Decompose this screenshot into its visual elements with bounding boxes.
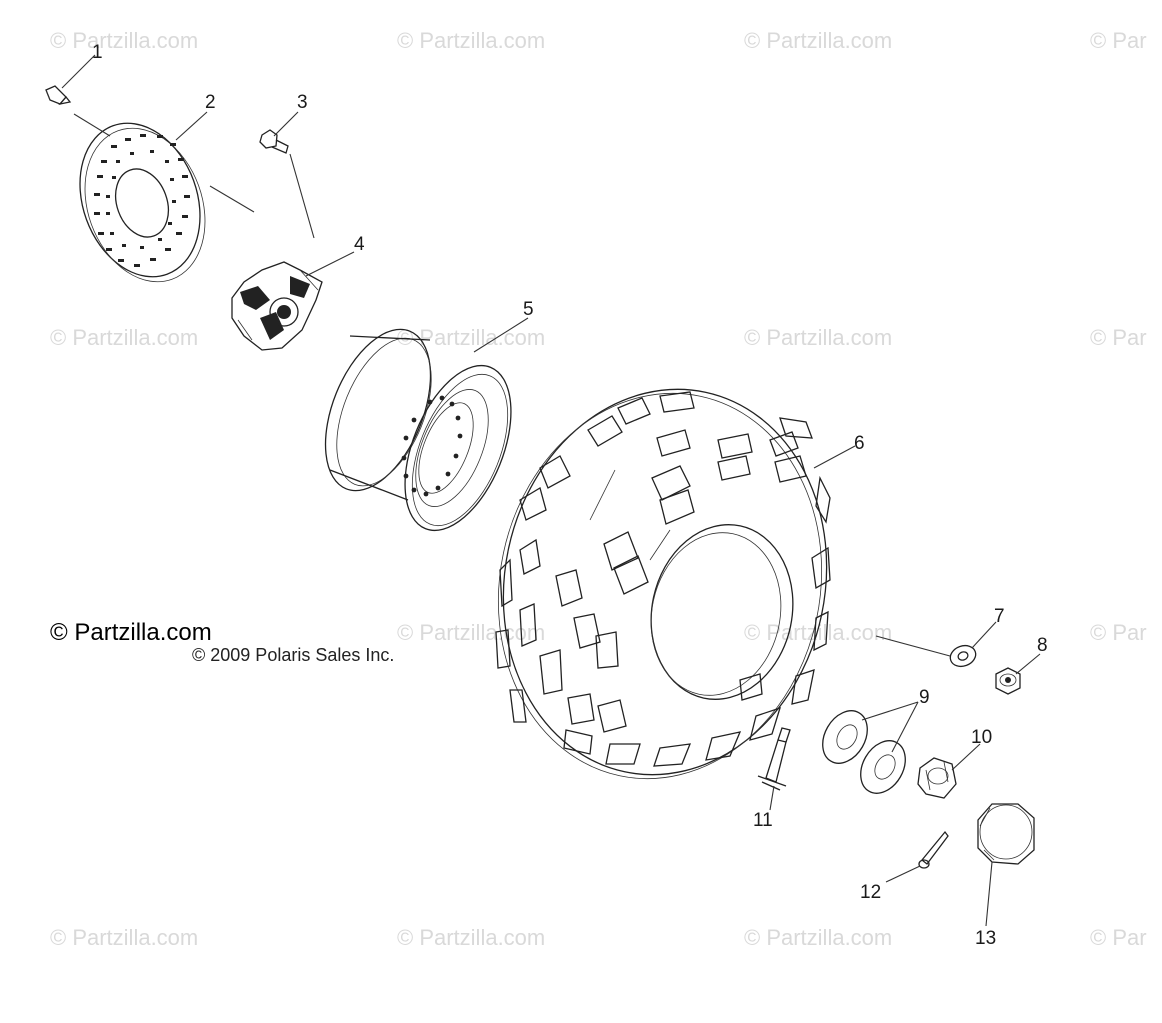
watermark: © Partzilla.com <box>50 28 198 53</box>
watermark: © Par <box>1090 325 1147 350</box>
callout-11[interactable]: 11 <box>753 810 773 831</box>
part-tire[interactable] <box>463 359 862 809</box>
watermark: © Partzilla.com <box>744 325 892 350</box>
part-rim[interactable] <box>304 314 532 545</box>
part-brake-disc[interactable] <box>59 106 225 298</box>
callout-6[interactable]: 6 <box>854 433 865 454</box>
watermark: © Partzilla.com <box>50 925 198 950</box>
part-washer-7[interactable] <box>947 642 978 670</box>
callout-4[interactable]: 4 <box>354 234 365 255</box>
callout-13[interactable]: 13 <box>975 928 996 949</box>
rim-bolt-holes <box>401 395 463 497</box>
callout-2[interactable]: 2 <box>205 92 216 113</box>
part-cotter-pin[interactable] <box>918 830 949 869</box>
part-hub[interactable] <box>231 261 323 351</box>
watermark: © Partzilla.com <box>397 28 545 53</box>
watermark: © Partzilla.com <box>744 28 892 53</box>
watermark: © Par <box>1090 925 1147 950</box>
callout-8[interactable]: 8 <box>1037 635 1048 656</box>
copyright-text: © 2009 Polaris Sales Inc. <box>192 645 394 665</box>
part-hub-cap[interactable] <box>977 803 1035 865</box>
callouts: 1 2 3 4 5 6 7 8 9 10 11 12 13 <box>92 42 1048 949</box>
part-bolt-1[interactable] <box>45 85 72 106</box>
watermark: © Partzilla.com <box>397 925 545 950</box>
callout-9[interactable]: 9 <box>919 687 930 708</box>
leader-lines <box>61 54 1041 927</box>
callout-12[interactable]: 12 <box>860 882 881 903</box>
watermark: © Partzilla.com <box>744 620 892 645</box>
callout-5[interactable]: 5 <box>523 299 534 320</box>
part-valve-stem[interactable] <box>757 727 791 791</box>
watermark-grid: © Partzilla.com © Partzilla.com © Partzi… <box>50 28 1147 950</box>
part-bolt-3[interactable] <box>259 129 289 154</box>
callout-10[interactable]: 10 <box>971 727 992 748</box>
part-nut-8[interactable] <box>995 667 1021 695</box>
watermark: © Par <box>1090 620 1147 645</box>
watermark: © Par <box>1090 28 1147 53</box>
watermark: © Partzilla.com <box>744 925 892 950</box>
watermark: © Partzilla.com <box>397 620 545 645</box>
disc-vent-holes <box>94 134 190 267</box>
partzilla-credit: © Partzilla.com <box>50 619 212 646</box>
part-castle-nut[interactable] <box>917 757 957 799</box>
part-washers-9[interactable] <box>814 703 915 801</box>
tire-tread-lugs <box>495 391 831 767</box>
callout-1[interactable]: 1 <box>92 42 103 63</box>
callout-7[interactable]: 7 <box>994 606 1005 627</box>
callout-3[interactable]: 3 <box>297 92 308 113</box>
watermark: © Partzilla.com <box>50 325 198 350</box>
